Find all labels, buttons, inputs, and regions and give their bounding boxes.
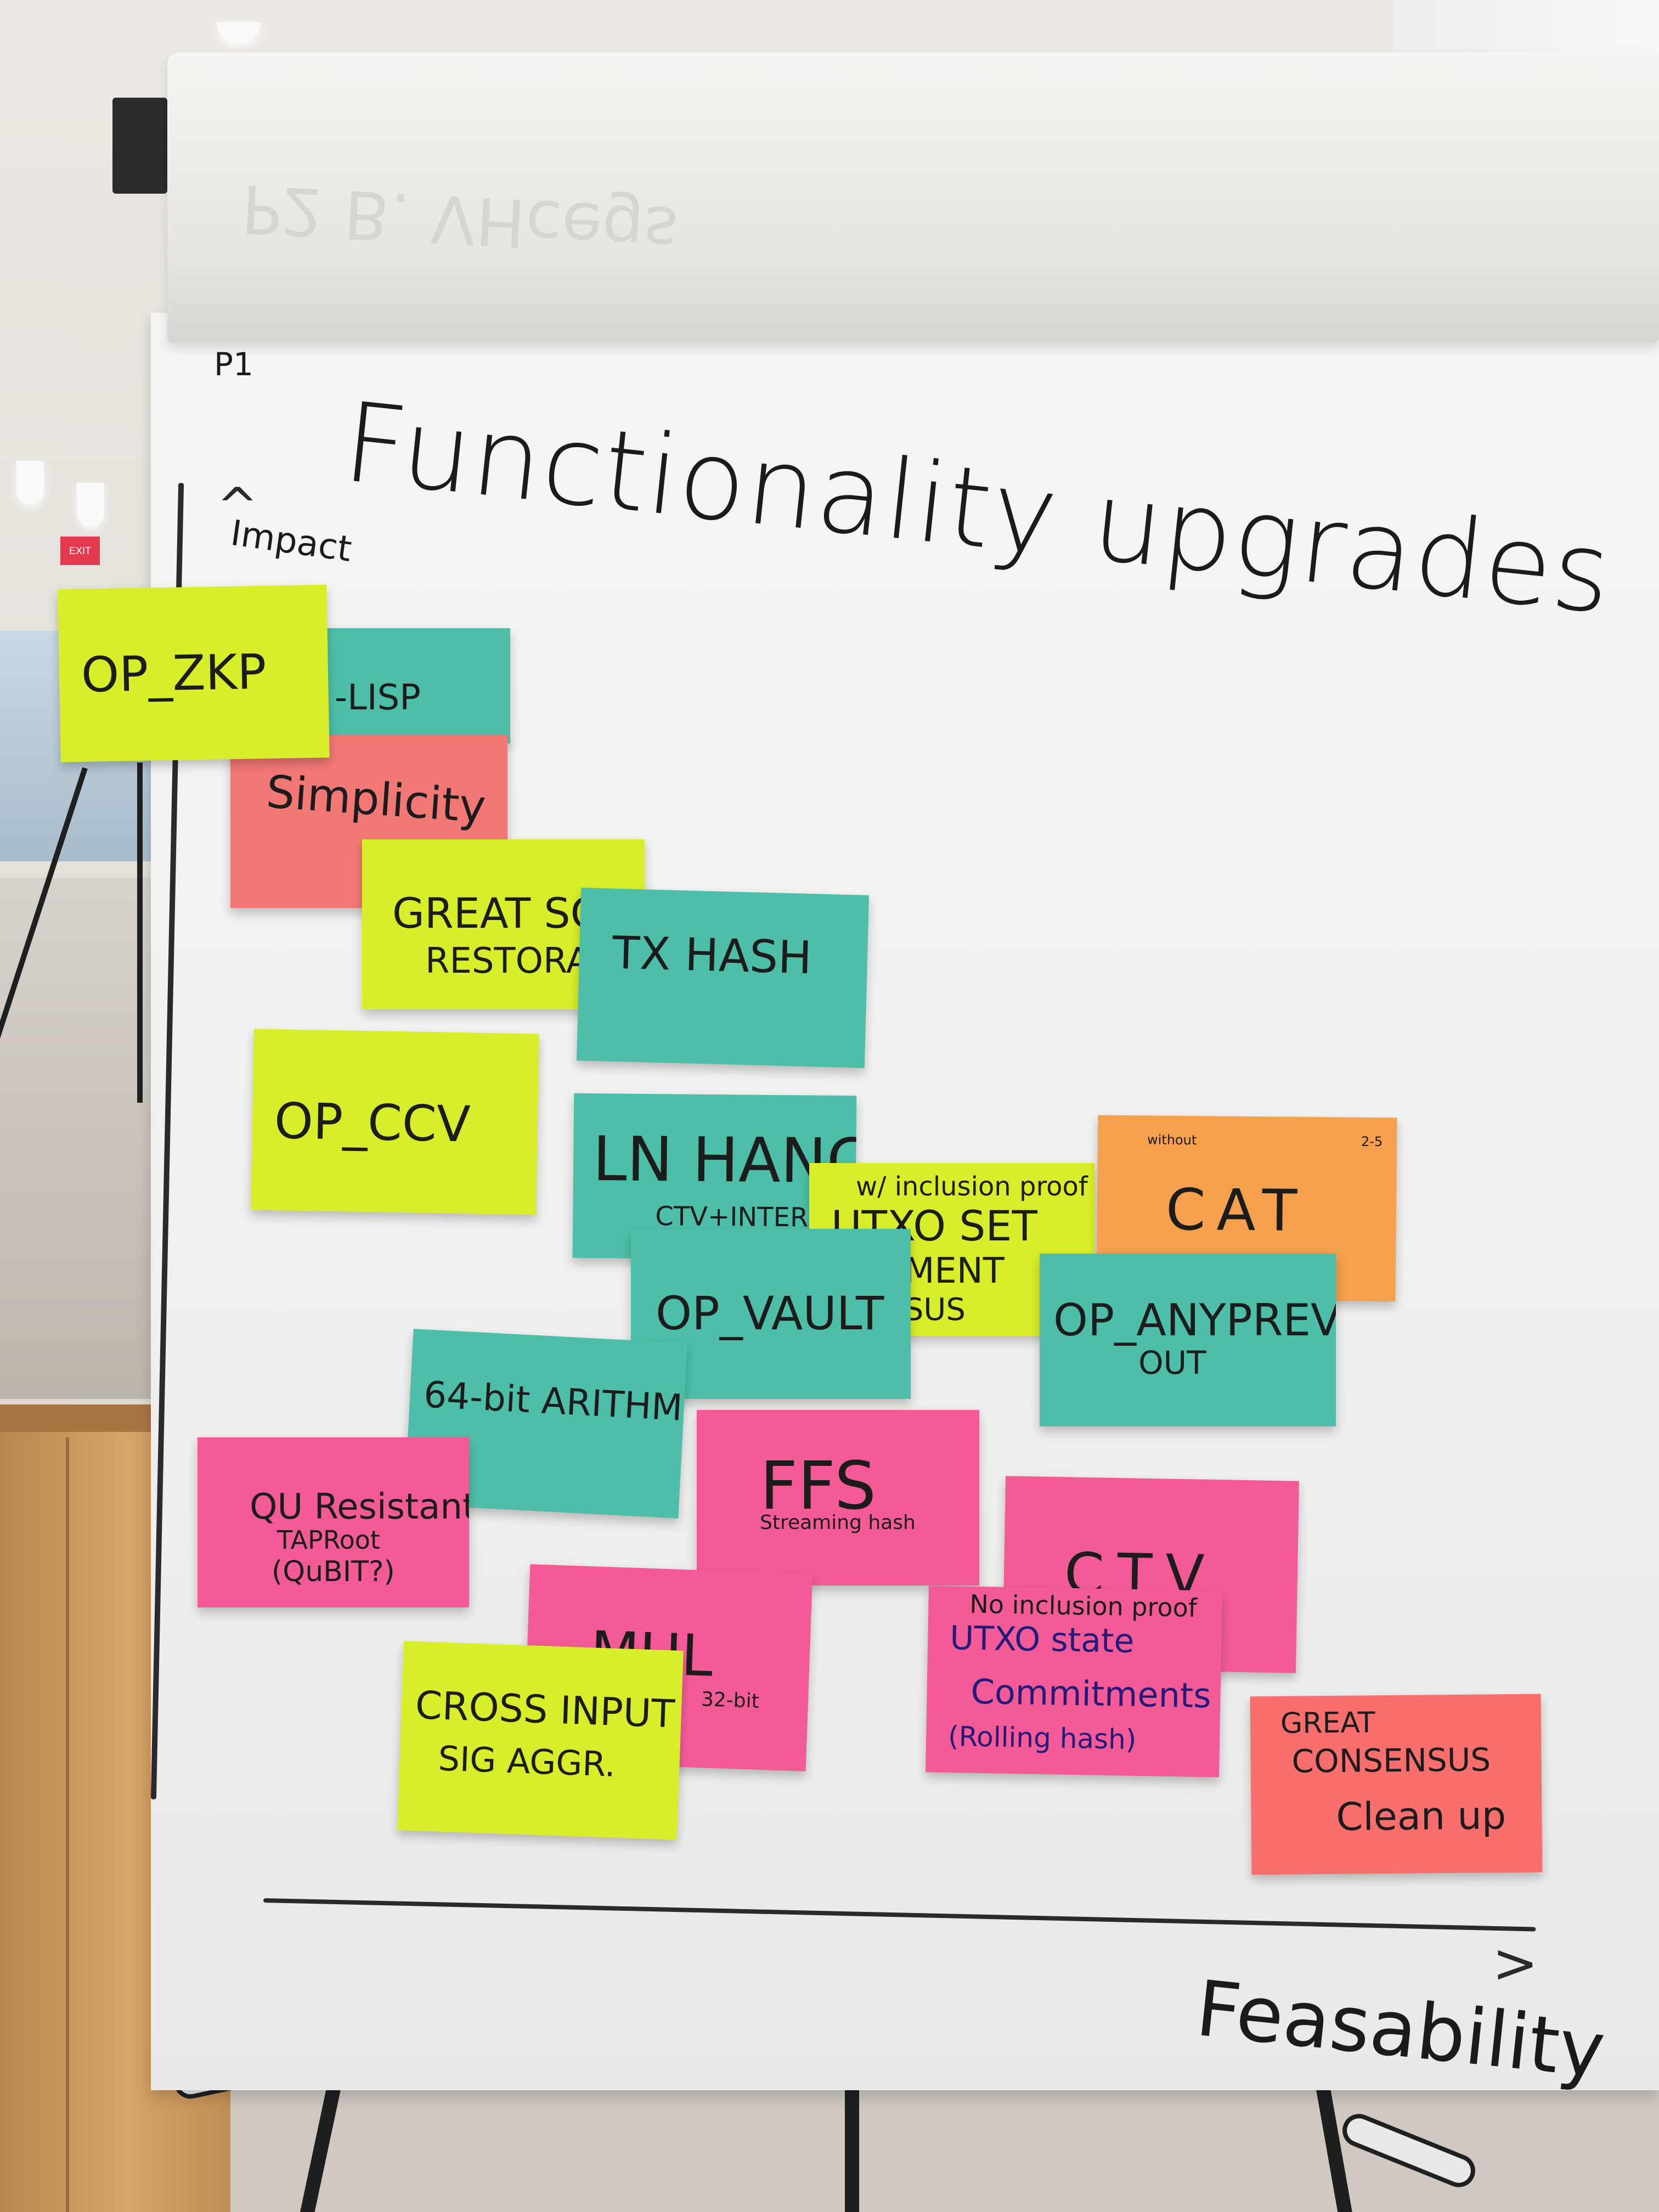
sticky-note: FFS Streaming hash — [697, 1410, 979, 1585]
note-text: FFS — [760, 1448, 877, 1525]
page-number: P1 — [214, 346, 253, 383]
sticky-note: No inclusion proof UTXO state Commitment… — [926, 1585, 1222, 1778]
note-text: 32-bit — [701, 1688, 760, 1713]
ceiling-light — [77, 483, 104, 527]
sticky-note: OP_CCV — [251, 1029, 539, 1215]
note-text: GREAT — [1280, 1706, 1375, 1740]
note-text: w/ inclusion proof — [856, 1171, 1088, 1202]
note-text: OUT — [1138, 1344, 1206, 1381]
note-text: Clean up — [1336, 1793, 1506, 1839]
x-axis-arrow-icon: > — [1492, 1931, 1538, 1995]
note-text: OP_ZKP — [81, 643, 267, 703]
ceiling-light — [16, 461, 44, 505]
note-text: RESTORA — [425, 941, 590, 981]
note-text: OP_ANYPREV — [1053, 1295, 1336, 1346]
note-text: (Rolling hash) — [947, 1720, 1137, 1756]
y-axis-arrow-icon: ^ — [217, 477, 258, 535]
note-text: OP_VAULT — [656, 1286, 884, 1340]
note-text: Streaming hash — [760, 1511, 916, 1534]
note-text: SIG AGGR. — [437, 1738, 617, 1785]
note-text: -LISP — [335, 678, 421, 718]
note-text: 64-bit ARITHMETIC — [422, 1373, 688, 1434]
cabinet-seam — [66, 1437, 69, 2212]
note-text: QU Resistant — [250, 1487, 469, 1527]
note-text: (QuBIT?) — [272, 1555, 395, 1588]
note-text: CTV+INTER — [655, 1201, 809, 1233]
easel-clip — [112, 98, 167, 194]
note-text: CONSENSUS — [1291, 1741, 1491, 1780]
note-text: Simplicity — [264, 766, 488, 833]
note-text: OP_CCV — [274, 1092, 471, 1154]
sticky-note: GREAT CONSENSUS Clean up — [1250, 1694, 1543, 1875]
sticky-note: CROSS INPUT SIG AGGR. — [397, 1641, 684, 1840]
note-text: CROSS INPUT — [414, 1683, 676, 1737]
note-text: No inclusion proof — [969, 1589, 1198, 1623]
note-text: 2-5 — [1361, 1133, 1383, 1150]
note-text: GREAT SC — [392, 889, 600, 938]
sticky-note: OP_ZKP — [58, 584, 330, 763]
sticky-note: QU Resistant TAPRoot (QuBIT?) — [198, 1437, 469, 1607]
note-text: without — [1147, 1132, 1197, 1148]
note-text: Commitments — [970, 1671, 1212, 1716]
note-text: TX HASH — [611, 927, 813, 985]
note-text: TAPRoot — [277, 1525, 380, 1555]
sticky-note: GREAT SC RESTORA — [362, 839, 645, 1009]
sticky-note: TX HASH — [576, 888, 870, 1068]
note-text: CAT — [1165, 1176, 1308, 1244]
note-text: UTXO state — [949, 1619, 1135, 1661]
sticky-note: -LISP — [324, 628, 510, 743]
sticky-note: OP_ANYPREV OUT — [1040, 1254, 1336, 1426]
flipped-paper-roll — [167, 52, 1659, 343]
exit-sign: EXIT — [60, 537, 100, 565]
background-easel-leg — [137, 763, 143, 1103]
